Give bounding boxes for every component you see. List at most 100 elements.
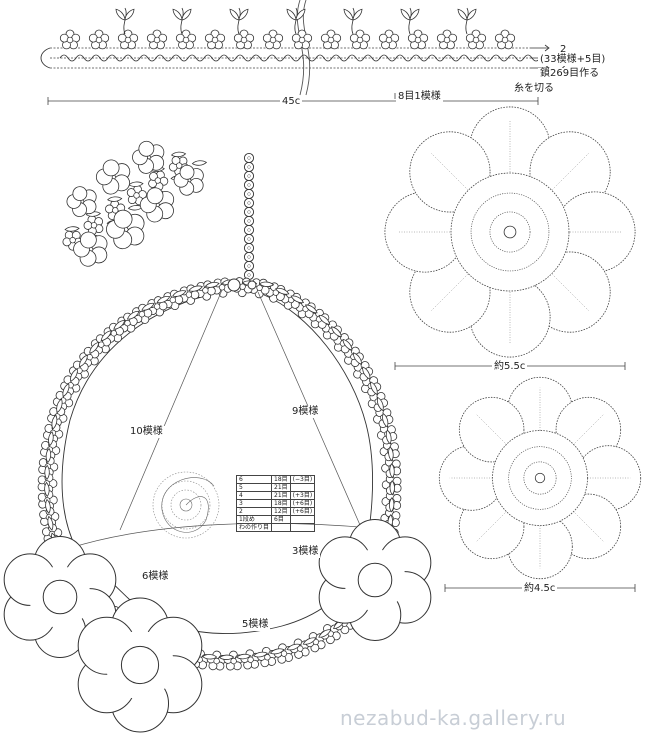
band-stitch — [219, 54, 237, 62]
sketch-blossom — [95, 159, 131, 195]
watermark: nezabud-ka.gallery.ru — [340, 706, 567, 730]
band-stitch — [283, 54, 301, 62]
band-flower — [407, 29, 429, 50]
sketch-leaf — [64, 225, 80, 233]
band-stitch — [475, 54, 493, 62]
band-flower — [494, 29, 516, 50]
table-cell-row: 5 — [235, 483, 273, 492]
table-row: わの作り目 — [235, 523, 316, 532]
band-stitch — [75, 54, 93, 62]
bead — [243, 215, 255, 227]
band-flower — [117, 29, 139, 50]
small-motif-size: 約4.5c — [522, 583, 558, 595]
band-flower — [349, 29, 371, 50]
table-cell-row: わの作り目 — [235, 523, 273, 532]
band-flower — [465, 29, 487, 50]
flower-chain-sketch — [58, 140, 207, 267]
band-leaf — [350, 7, 365, 22]
bead — [243, 233, 255, 245]
band-leaf — [464, 7, 479, 22]
table-cell-stitches: 6目 — [271, 515, 291, 524]
table-cell-row: 2 — [235, 507, 273, 516]
band-stitch — [507, 54, 525, 62]
table-cell-stitches: 12目 — [271, 507, 291, 516]
band-stitch — [235, 54, 253, 62]
band-leaf — [293, 7, 308, 22]
bead — [243, 179, 255, 191]
bead — [243, 260, 255, 272]
band-leaf — [122, 7, 137, 22]
band-flower — [204, 29, 226, 50]
band-flower — [88, 29, 110, 50]
motif-width-label: 8目1模様 — [396, 91, 443, 103]
table-cell-change: (−3目) — [289, 475, 316, 484]
bead — [243, 170, 255, 182]
band-stitch — [59, 54, 77, 62]
band-stitch — [91, 54, 109, 62]
band-leaf-sprig — [284, 7, 308, 35]
table-cell-stitches: 21目 — [271, 491, 291, 500]
table-cell-change — [289, 515, 316, 524]
band-stitch — [491, 54, 509, 62]
sketch-blossom — [66, 186, 97, 217]
band-stitch — [331, 54, 349, 62]
small-motif-chart — [438, 376, 642, 580]
bead — [243, 188, 255, 200]
sketch-blossom — [173, 164, 204, 196]
band-flower — [436, 29, 458, 50]
bead-chain — [243, 152, 255, 281]
band-leaf-sprig — [227, 7, 251, 35]
band-stitch — [299, 54, 317, 62]
band-stitch — [443, 54, 461, 62]
bead — [243, 251, 255, 263]
table-cell-stitches: 21目 — [271, 483, 291, 492]
sketch-blossom — [132, 140, 165, 174]
table-cell-change: (+6目) — [289, 507, 316, 516]
band-flower — [59, 29, 81, 50]
right-flower-label: 3模様 — [290, 546, 321, 558]
sketch-leaf — [107, 195, 123, 203]
band-flower — [262, 29, 284, 50]
table-cell-stitches: 18目 — [271, 475, 291, 484]
band-stitch — [315, 54, 333, 62]
pattern-note: (33模様+5目) — [538, 54, 608, 66]
sketch-blossom — [73, 231, 108, 267]
top-band-chart — [40, 0, 550, 105]
band-stitch — [395, 54, 413, 62]
chain-note: 鎖269目作る — [538, 68, 602, 80]
bottom-big-flower — [77, 597, 203, 733]
band-leaf — [179, 7, 194, 22]
band-stitch — [171, 54, 189, 62]
band-stitch — [155, 54, 173, 62]
band-stitch — [139, 54, 157, 62]
band-stitch — [379, 54, 397, 62]
band-leaf-sprig — [398, 7, 422, 35]
bead — [243, 242, 255, 254]
bead — [243, 224, 255, 236]
sketch-leaf — [170, 151, 187, 158]
band-stitch — [123, 54, 141, 62]
band-leaf-sprig — [341, 7, 365, 35]
band-leaf-sprig — [113, 7, 137, 35]
table-cell-stitches — [271, 523, 291, 532]
large-motif-size: 約5.5c — [492, 361, 528, 373]
bead — [243, 206, 255, 218]
band-stitch — [411, 54, 429, 62]
band-stitch — [427, 54, 445, 62]
table-cell-row: 1段め — [235, 515, 273, 524]
large-motif-chart — [384, 106, 636, 358]
row-marker-top: 2 — [558, 44, 569, 56]
loop-flower — [223, 650, 245, 671]
band-stitch — [187, 54, 205, 62]
center-flower-chart — [152, 471, 220, 539]
cut-yarn-note: 糸を切る — [512, 83, 556, 95]
sketch-blossom — [106, 209, 145, 250]
table-cell-row: 4 — [235, 491, 273, 500]
right-big-flower — [318, 519, 432, 641]
table-cell-change: (+3目) — [289, 491, 316, 500]
